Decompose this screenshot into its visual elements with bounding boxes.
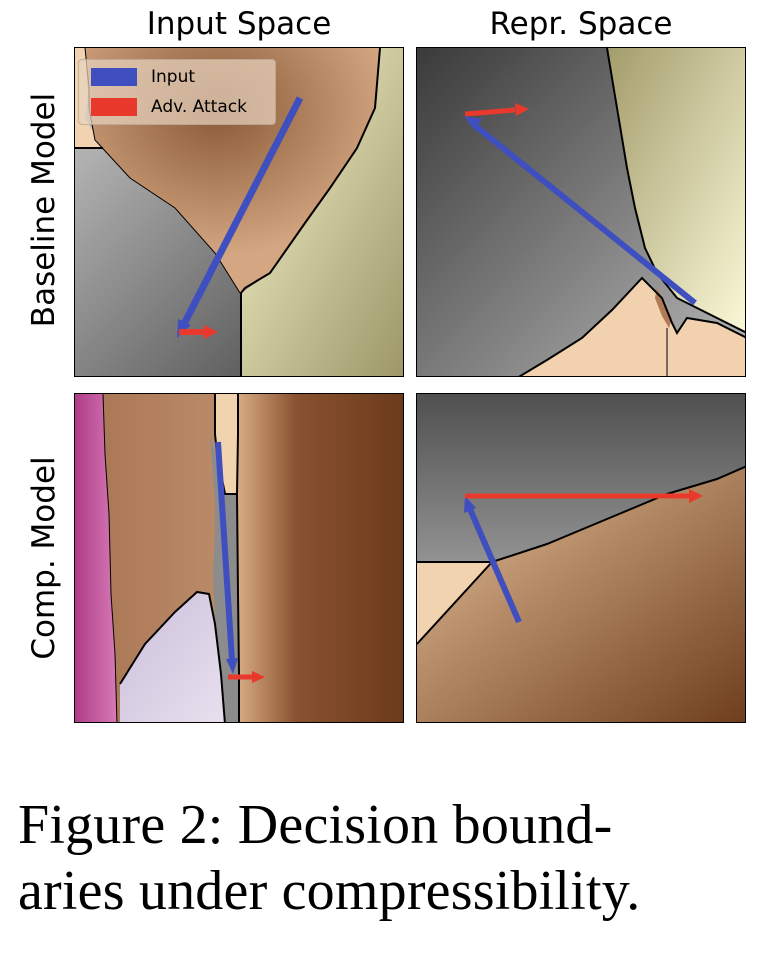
legend: Input Adv. Attack — [78, 59, 276, 125]
decision-boundary-plot — [75, 394, 403, 722]
adv-attack-arrow — [464, 107, 516, 117]
legend-swatch-adv-attack — [91, 98, 137, 116]
decision-boundary-plot — [417, 394, 745, 722]
figure-caption: Figure 2: Decision bound- aries under co… — [18, 792, 758, 924]
column-title-input-space: Input Space — [146, 6, 332, 42]
legend-label-adv-attack: Adv. Attack — [151, 97, 247, 117]
region-brown — [417, 466, 745, 722]
input-arrowhead — [464, 116, 482, 130]
panel-baseline-repr-space — [416, 47, 746, 377]
input-arrow — [179, 96, 304, 328]
region-dark-brown — [237, 394, 403, 722]
input-arrow — [467, 507, 522, 624]
region-yellow — [241, 48, 403, 376]
panel-comp-repr-space — [416, 393, 746, 723]
legend-item-input: Input — [91, 65, 195, 89]
input-arrow — [471, 121, 697, 306]
legend-item-adv-attack: Adv. Attack — [91, 95, 247, 119]
row-title-baseline-model: Baseline Model — [26, 92, 62, 328]
legend-label-input: Input — [151, 67, 196, 87]
input-arrowhead — [464, 496, 476, 513]
adv-attack-arrowhead — [689, 489, 703, 503]
region-brown — [655, 288, 672, 328]
column-title-repr-space: Repr. Space — [489, 6, 673, 42]
caption-line-2: aries under compressibility. — [18, 860, 641, 922]
region-peach — [520, 278, 745, 376]
row-title-comp-model: Comp. Model — [26, 456, 62, 660]
panel-comp-input-space — [74, 393, 404, 723]
input-arrowhead — [226, 658, 238, 674]
adv-attack-arrowhead — [252, 671, 265, 683]
decision-boundary-plot — [417, 48, 745, 376]
region-lavender — [120, 592, 225, 722]
legend-swatch-input — [91, 68, 137, 86]
adv-attack-arrowhead — [515, 103, 529, 116]
adv-attack-arrowhead — [204, 325, 218, 339]
caption-line-1: Figure 2: Decision bound- — [18, 794, 613, 856]
region-yellow — [607, 48, 745, 332]
input-arrow — [215, 441, 235, 661]
